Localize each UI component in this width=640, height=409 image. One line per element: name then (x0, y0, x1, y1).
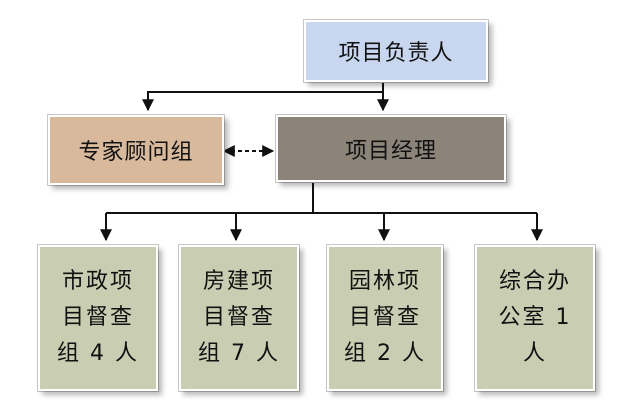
project-leader-box: 项目负责人 (304, 20, 488, 82)
project-manager-label: 项目经理 (344, 138, 437, 164)
landscape-inspection-team-label: 园林项 目督查 组 2 人 (344, 269, 426, 366)
project-manager-box: 项目经理 (276, 115, 506, 182)
general-office-box: 综合办 公室 1 人 (475, 245, 595, 391)
municipal-inspection-team-label: 市政项 目督查 组 4 人 (57, 269, 139, 366)
general-office-label: 综合办 公室 1 人 (498, 269, 572, 366)
building-inspection-team-box: 房建项 目督查 组 7 人 (179, 245, 299, 391)
project-leader-label: 项目负责人 (338, 41, 454, 66)
landscape-inspection-team-box: 园林项 目督查 组 2 人 (327, 245, 443, 391)
expert-advisory-group-box: 专家顾问组 (48, 115, 224, 185)
building-inspection-team-label: 房建项 目督查 组 7 人 (198, 269, 280, 366)
expert-advisory-group-label: 专家顾问组 (78, 140, 194, 165)
municipal-inspection-team-box: 市政项 目督查 组 4 人 (38, 245, 158, 391)
connector-top-to-advisor (142, 91, 383, 112)
